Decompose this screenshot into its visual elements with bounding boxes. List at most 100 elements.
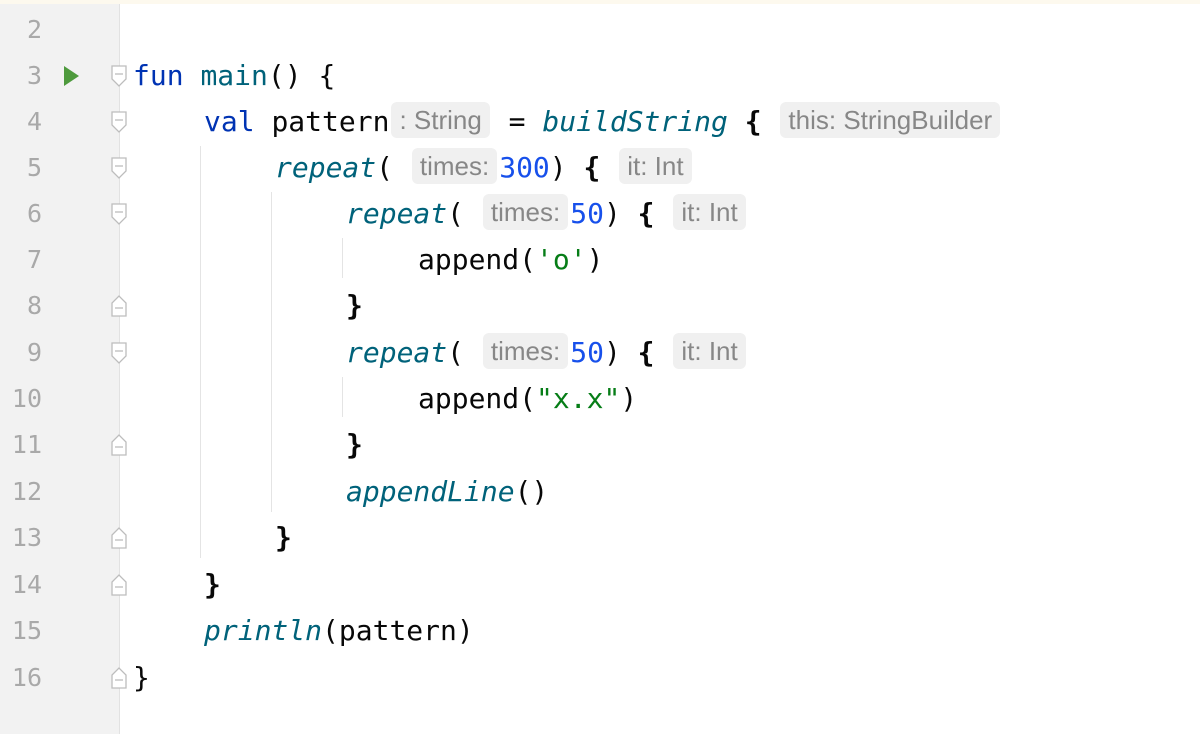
code-text: println(pattern) — [204, 608, 474, 654]
line-number: 7 — [26, 245, 42, 274]
punct: () { — [267, 59, 336, 92]
punct: } — [346, 428, 363, 461]
punct: } — [204, 568, 221, 601]
punct: { — [637, 336, 655, 369]
code-text: fun main() { — [133, 53, 335, 99]
code-editor[interactable] — [121, 4, 1200, 734]
line-number: 5 — [26, 153, 42, 182]
line-number: 9 — [26, 338, 42, 367]
punct: { — [583, 151, 601, 184]
identifier-pattern: pattern — [271, 105, 390, 138]
line-number: 15 — [11, 616, 42, 645]
fold-open-icon[interactable] — [111, 111, 127, 133]
fold-close-icon[interactable] — [111, 434, 127, 456]
number-literal: 300 — [499, 151, 550, 184]
top-highlight-strip — [0, 0, 1200, 4]
line-number: 2 — [26, 15, 42, 44]
inlay-hint-param: times: — [411, 148, 498, 184]
call-append: append — [418, 382, 520, 415]
indent-guide — [200, 146, 201, 558]
call-repeat: repeat — [346, 336, 448, 369]
fold-close-icon[interactable] — [111, 667, 127, 689]
code-line-11: 11 } — [0, 422, 1200, 468]
inlay-hint-param: times: — [482, 194, 569, 230]
code-text: val pattern: String = buildString { this… — [204, 99, 1002, 145]
punct: } — [275, 521, 292, 554]
punct: ( — [447, 197, 465, 230]
line-number: 13 — [11, 523, 42, 552]
code-text: repeat( times:300) { it: Int — [275, 145, 694, 191]
fold-close-icon[interactable] — [111, 574, 127, 596]
punct: } — [346, 289, 363, 322]
inlay-hint-lambda-param: it: Int — [673, 194, 746, 230]
fold-close-icon[interactable] — [111, 527, 127, 549]
line-number: 8 — [26, 291, 42, 320]
code-text: } — [133, 655, 150, 701]
fold-open-icon[interactable] — [111, 203, 127, 225]
fold-open-icon[interactable] — [111, 342, 127, 364]
punct: () — [514, 475, 549, 508]
call-args: (pattern) — [322, 614, 474, 647]
punct: ) — [549, 151, 567, 184]
punct: ) — [620, 382, 638, 415]
code-text: append("x.x") — [418, 376, 637, 422]
code-text: } — [275, 515, 292, 561]
inlay-hint-lambda-param: it: Int — [673, 333, 746, 369]
editor-gutter — [0, 4, 120, 734]
function-name-main: main — [200, 59, 268, 92]
line-number: 10 — [11, 384, 42, 413]
punct: ( — [447, 336, 465, 369]
line-number: 16 — [11, 663, 42, 692]
code-text: } — [346, 422, 363, 468]
code-text: repeat( times:50) { it: Int — [346, 191, 748, 237]
punct: ) — [586, 243, 604, 276]
code-line-14: 14 } — [0, 562, 1200, 608]
code-line-4: 4 val pattern: String = buildString { th… — [0, 99, 1200, 145]
line-number: 14 — [11, 570, 42, 599]
punct: } — [133, 661, 150, 694]
line-number: 4 — [26, 107, 42, 136]
fold-open-icon[interactable] — [111, 65, 127, 87]
code-line-8: 8 } — [0, 283, 1200, 329]
keyword-val: val — [204, 105, 255, 138]
code-text: repeat( times:50) { it: Int — [346, 330, 748, 376]
line-number: 12 — [11, 477, 42, 506]
run-gutter-icon[interactable] — [64, 66, 79, 86]
call-buildString: buildString — [542, 105, 728, 138]
number-literal: 50 — [570, 197, 604, 230]
fold-open-icon[interactable] — [111, 157, 127, 179]
code-line-9: 9 repeat( times:50) { it: Int — [0, 330, 1200, 376]
fold-close-icon[interactable] — [111, 295, 127, 317]
code-line-6: 6 repeat( times:50) { it: Int — [0, 191, 1200, 237]
line-number: 11 — [11, 430, 42, 459]
code-line-5: 5 repeat( times:300) { it: Int — [0, 145, 1200, 191]
punct: ) — [603, 336, 621, 369]
code-line-7: 7 append('o') — [0, 237, 1200, 283]
call-appendLine: appendLine — [346, 475, 515, 508]
code-line-10: 10 append("x.x") — [0, 376, 1200, 422]
code-line-3: 3 fun main() { — [0, 53, 1200, 99]
code-text: appendLine() — [346, 469, 548, 515]
char-literal: 'o' — [536, 243, 587, 276]
gutter-border — [119, 4, 120, 734]
string-literal: "x.x" — [536, 382, 621, 415]
call-repeat: repeat — [275, 151, 377, 184]
punct: ( — [519, 243, 537, 276]
call-println: println — [204, 614, 323, 647]
call-repeat: repeat — [346, 197, 448, 230]
punct: = — [491, 105, 543, 138]
code-text: append('o') — [418, 237, 603, 283]
line-number: 3 — [26, 61, 42, 90]
punct: ( — [519, 382, 537, 415]
inlay-hint-receiver: this: StringBuilder — [780, 102, 1001, 138]
inlay-hint-type: : String — [391, 102, 490, 138]
indent-guide — [342, 238, 343, 278]
code-line-12: 12 appendLine() — [0, 469, 1200, 515]
punct: { — [744, 105, 762, 138]
code-line-2: 2 — [0, 7, 1200, 53]
code-line-16: 16 } — [0, 655, 1200, 701]
punct: ) — [603, 197, 621, 230]
code-text: } — [346, 283, 363, 329]
punct: { — [637, 197, 655, 230]
number-literal: 50 — [570, 336, 604, 369]
